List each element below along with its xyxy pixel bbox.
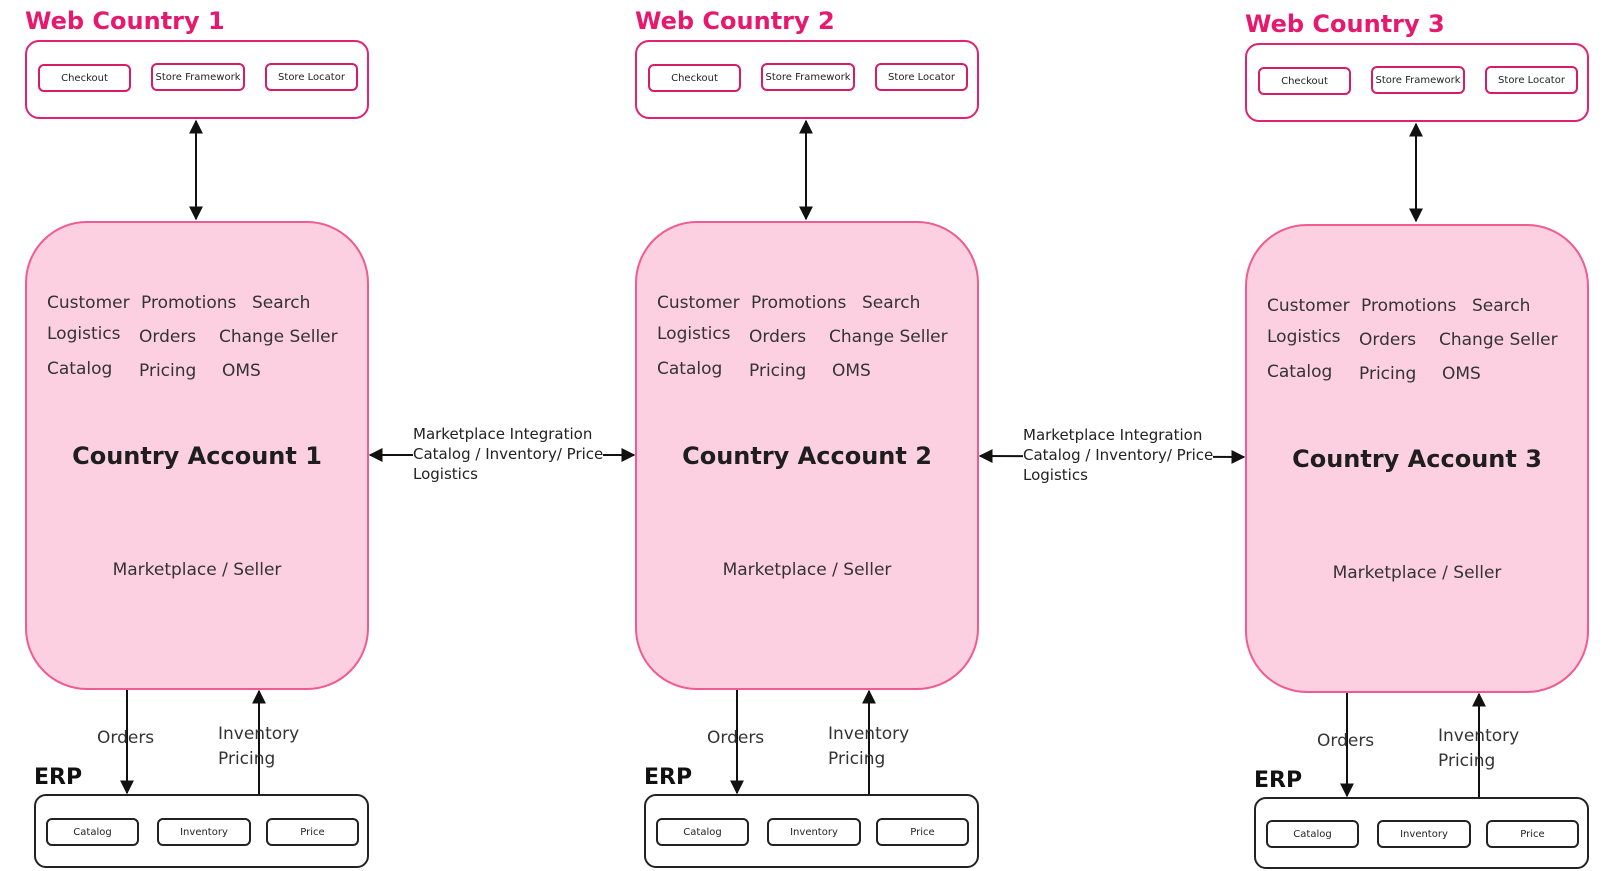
service-logistics: Logistics — [657, 324, 731, 344]
web-frontend-box: Checkout Store Framework Store Locator — [25, 40, 369, 119]
integration-line-marketplace: Marketplace Integration — [413, 425, 593, 443]
store-locator-chip[interactable]: Store Locator — [875, 63, 968, 91]
service-customer: Customer — [1267, 296, 1350, 316]
orders-label: Orders — [707, 728, 765, 748]
web-frontend-box: Checkout Store Framework Store Locator — [1245, 43, 1589, 122]
service-pricing: Pricing — [1359, 364, 1417, 384]
service-customer: Customer — [657, 293, 740, 313]
integration-line-catalog: Catalog / Inventory/ Price — [1023, 446, 1214, 464]
web-country-title: Web Country 2 — [635, 7, 835, 35]
erp-box: Catalog Inventory Price — [1254, 797, 1589, 869]
inventory-label: Inventory — [218, 724, 300, 744]
service-oms: OMS — [1442, 364, 1481, 384]
integration-line-logistics: Logistics — [413, 465, 478, 483]
erp-title: ERP — [644, 765, 693, 790]
pricing-label: Pricing — [1438, 751, 1496, 771]
service-change-seller: Change Seller — [219, 327, 338, 347]
country-account-box: Customer Promotions Search Logistics Ord… — [25, 221, 369, 690]
service-logistics: Logistics — [1267, 327, 1341, 347]
erp-catalog-chip[interactable]: Catalog — [1266, 820, 1359, 848]
pricing-label: Pricing — [828, 749, 886, 769]
account-subtitle: Marketplace / Seller — [722, 560, 892, 580]
service-promotions: Promotions — [751, 293, 847, 313]
service-catalog: Catalog — [47, 359, 113, 379]
integration-label-1: Marketplace Integration Catalog / Invent… — [413, 424, 604, 484]
country-account-box: Customer Promotions Search Logistics Ord… — [635, 221, 979, 690]
erp-catalog-chip[interactable]: Catalog — [656, 818, 749, 846]
inventory-label: Inventory — [1438, 726, 1520, 746]
service-oms: OMS — [222, 361, 261, 381]
erp-price-chip[interactable]: Price — [266, 818, 359, 846]
checkout-chip[interactable]: Checkout — [38, 64, 131, 92]
service-change-seller: Change Seller — [1439, 330, 1558, 350]
erp-price-chip[interactable]: Price — [876, 818, 969, 846]
service-promotions: Promotions — [141, 293, 237, 313]
store-framework-chip[interactable]: Store Framework — [761, 63, 855, 91]
service-orders: Orders — [139, 327, 197, 347]
inventory-label: Inventory — [828, 724, 910, 744]
erp-title: ERP — [1254, 768, 1303, 793]
integration-line-logistics: Logistics — [1023, 466, 1088, 484]
service-logistics: Logistics — [47, 324, 121, 344]
service-search: Search — [252, 293, 311, 313]
country-account-box: Customer Promotions Search Logistics Ord… — [1245, 224, 1589, 693]
service-change-seller: Change Seller — [829, 327, 948, 347]
account-title: Country Account 1 — [72, 442, 322, 470]
service-oms: OMS — [832, 361, 871, 381]
store-framework-chip[interactable]: Store Framework — [1371, 66, 1465, 94]
orders-label: Orders — [97, 728, 155, 748]
web-frontend-box: Checkout Store Framework Store Locator — [635, 40, 979, 119]
checkout-chip[interactable]: Checkout — [1258, 67, 1351, 95]
service-catalog: Catalog — [1267, 362, 1333, 382]
erp-inventory-chip[interactable]: Inventory — [767, 818, 861, 846]
account-subtitle: Marketplace / Seller — [1332, 563, 1502, 583]
service-search: Search — [862, 293, 921, 313]
erp-catalog-chip[interactable]: Catalog — [46, 818, 139, 846]
web-country-title: Web Country 1 — [25, 7, 225, 35]
erp-box: Catalog Inventory Price — [34, 794, 369, 868]
erp-price-chip[interactable]: Price — [1486, 820, 1579, 848]
service-orders: Orders — [749, 327, 807, 347]
pricing-label: Pricing — [218, 749, 276, 769]
service-customer: Customer — [47, 293, 130, 313]
account-title: Country Account 3 — [1292, 445, 1542, 473]
integration-line-catalog: Catalog / Inventory/ Price — [413, 445, 604, 463]
web-country-title: Web Country 3 — [1245, 10, 1445, 38]
integration-label-2: Marketplace Integration Catalog / Invent… — [1023, 425, 1214, 485]
service-pricing: Pricing — [749, 361, 807, 381]
store-locator-chip[interactable]: Store Locator — [1485, 66, 1578, 94]
erp-title: ERP — [34, 765, 83, 790]
service-search: Search — [1472, 296, 1531, 316]
checkout-chip[interactable]: Checkout — [648, 64, 741, 92]
orders-label: Orders — [1317, 731, 1375, 751]
store-locator-chip[interactable]: Store Locator — [265, 63, 358, 91]
erp-inventory-chip[interactable]: Inventory — [157, 818, 251, 846]
service-promotions: Promotions — [1361, 296, 1457, 316]
account-title: Country Account 2 — [682, 442, 932, 470]
integration-line-marketplace: Marketplace Integration — [1023, 426, 1203, 444]
erp-inventory-chip[interactable]: Inventory — [1377, 820, 1471, 848]
service-orders: Orders — [1359, 330, 1417, 350]
store-framework-chip[interactable]: Store Framework — [151, 63, 245, 91]
service-pricing: Pricing — [139, 361, 197, 381]
account-subtitle: Marketplace / Seller — [112, 560, 282, 580]
erp-box: Catalog Inventory Price — [644, 794, 979, 868]
service-catalog: Catalog — [657, 359, 723, 379]
